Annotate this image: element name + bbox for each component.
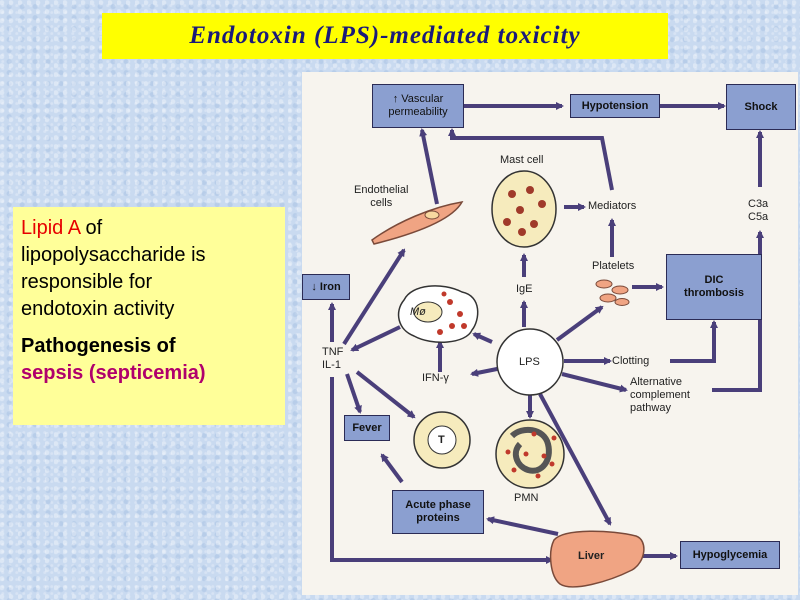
arrow-tnf-liver bbox=[330, 377, 554, 564]
liver-shape bbox=[549, 530, 645, 588]
arrows bbox=[328, 102, 764, 564]
vascular-permeability-box: ↑ Vascular permeability bbox=[372, 84, 464, 128]
note-line-1: Lipid A of bbox=[21, 217, 103, 239]
shock-box: Shock bbox=[726, 84, 796, 130]
arrow-liver-acute bbox=[486, 516, 559, 536]
pmn-label: PMN bbox=[514, 492, 539, 504]
mast-cell-granules bbox=[503, 186, 546, 236]
arrow-mediators-vascular bbox=[448, 128, 614, 191]
diagram-graphics bbox=[328, 102, 764, 588]
iron-box: ↓ Iron bbox=[302, 274, 350, 300]
lps-label: LPS bbox=[519, 356, 540, 368]
lps-diagram: ↑ Vascular permeability Hypotension Shoc… bbox=[302, 72, 798, 595]
arrow-clotting-dic bbox=[670, 320, 718, 363]
endothelial-cell-shape bbox=[371, 201, 464, 245]
acute-phase-box: Acute phase proteins bbox=[392, 490, 484, 534]
dic-thrombosis-box: DIC thrombosis bbox=[666, 254, 762, 320]
arrow-tnf-endothelial bbox=[342, 248, 406, 346]
pathogenesis-text: Pathogenesis of sepsis (septicemia) bbox=[21, 333, 277, 387]
clotting-label: Clotting bbox=[612, 355, 650, 367]
arrow-endothelial-vascular bbox=[419, 128, 439, 205]
macrophage-nucleus bbox=[413, 301, 443, 323]
note-box: Lipid A of lipopolysaccharide is respons… bbox=[13, 207, 285, 425]
arrow-acute-fever bbox=[380, 453, 404, 484]
mast-cell-label: Mast cell bbox=[500, 154, 544, 166]
note-line-3: responsible for bbox=[21, 271, 153, 293]
c3a-c5a-label: C3a C5a bbox=[748, 198, 769, 223]
platelets-shape bbox=[595, 279, 630, 306]
liver-label: Liver bbox=[578, 550, 605, 562]
endothelial-label: Endothelial cells bbox=[354, 184, 409, 209]
ige-label: IgE bbox=[516, 283, 533, 295]
lps-circle bbox=[496, 328, 564, 396]
arrow-tnf-fever bbox=[345, 373, 362, 414]
macrophage-label: Mø bbox=[410, 306, 426, 318]
pmn-nucleus bbox=[509, 426, 552, 474]
arrow-macrophage-tnf bbox=[350, 325, 401, 352]
note-line-4: endotoxin activity bbox=[21, 298, 175, 320]
hypoglycemia-box: Hypoglycemia bbox=[680, 541, 780, 569]
alternative-complement-label: Alternative complement pathway bbox=[630, 376, 690, 414]
arrow-lps-macrophage bbox=[472, 332, 493, 344]
ifn-gamma-label: IFN-γ bbox=[422, 372, 449, 384]
mast-cell-shape bbox=[491, 170, 557, 248]
pmn-granules bbox=[505, 431, 557, 479]
mediators-label: Mediators bbox=[588, 200, 637, 212]
fever-box: Fever bbox=[344, 415, 390, 441]
arrow-lps-platelets bbox=[555, 305, 604, 342]
arrow-tnf-t bbox=[355, 370, 416, 419]
hypotension-box: Hypotension bbox=[570, 94, 660, 118]
arrow-lps-liver bbox=[538, 393, 612, 526]
arrow-lps-alternative bbox=[561, 372, 628, 393]
macrophage-granules bbox=[437, 291, 467, 335]
tnf-il1-label: TNF IL-1 bbox=[322, 346, 344, 371]
platelets-label: Platelets bbox=[592, 260, 635, 272]
sepsis-text: sepsis (septicemia) bbox=[21, 362, 206, 384]
t-cell-nucleus bbox=[427, 425, 457, 455]
note-line-2: lipopolysaccharide is bbox=[21, 244, 206, 266]
endothelial-nucleus bbox=[424, 210, 440, 220]
title-banner: Endotoxin (LPS)-mediated toxicity bbox=[102, 13, 668, 59]
slide-title: Endotoxin (LPS)-mediated toxicity bbox=[189, 22, 581, 49]
t-cell-label: T bbox=[438, 434, 445, 446]
lipid-a-text: Lipid A bbox=[21, 217, 80, 239]
